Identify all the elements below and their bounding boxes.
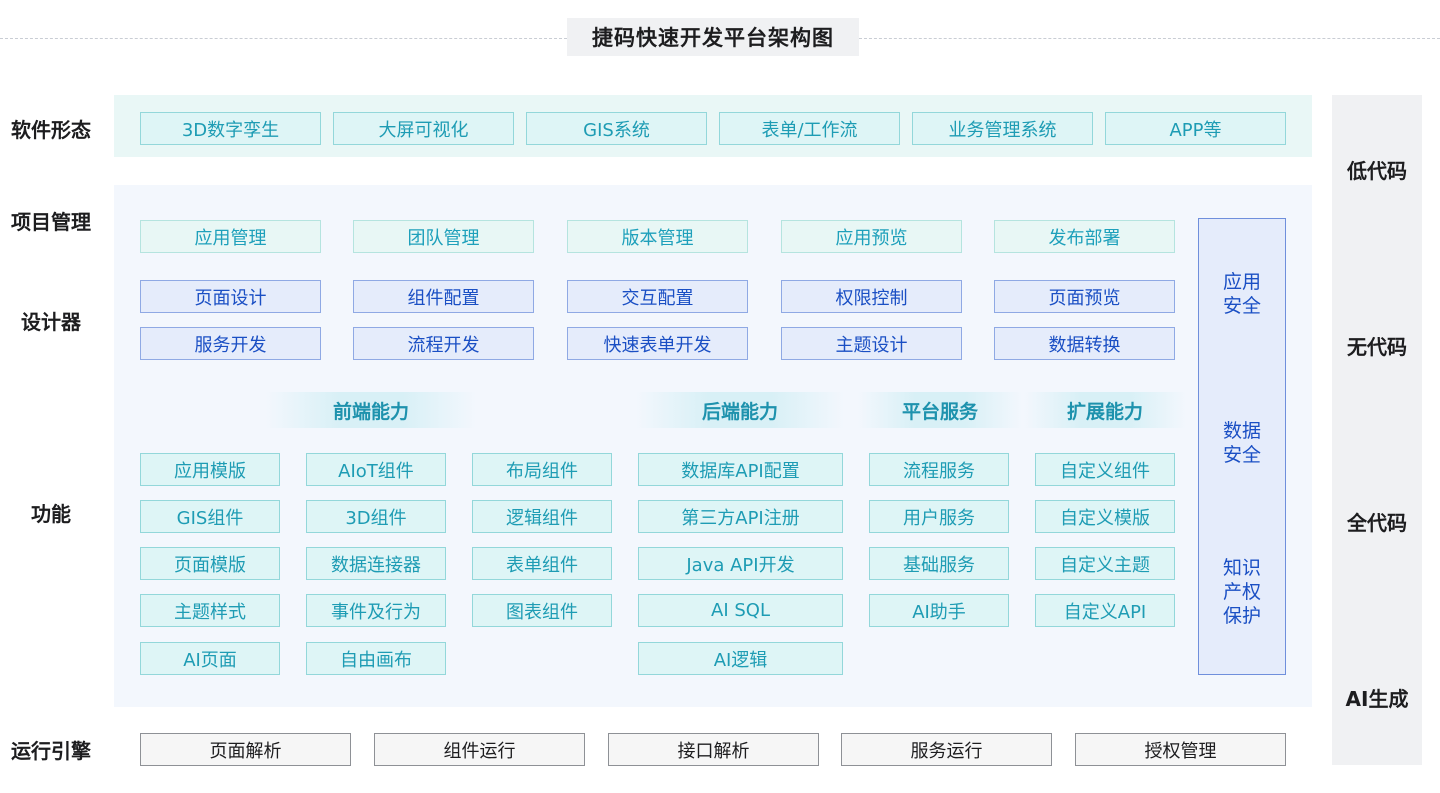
extension-box: 自定义主题 — [1035, 547, 1175, 580]
extension-box: 自定义模版 — [1035, 500, 1175, 533]
project-mgmt-box: 发布部署 — [994, 220, 1175, 253]
project-mgmt-box: 应用预览 — [781, 220, 962, 253]
platform-box: 基础服务 — [869, 547, 1009, 580]
designer-box: 数据转换 — [994, 327, 1175, 360]
frontend-box: 表单组件 — [472, 547, 612, 580]
backend-box: 第三方API注册 — [638, 500, 843, 533]
backend-box: AI逻辑 — [638, 642, 843, 675]
engine-box: 页面解析 — [140, 733, 351, 766]
title-line-right — [859, 38, 1440, 39]
frontend-box: AIoT组件 — [306, 453, 446, 486]
frontend-box: 图表组件 — [472, 594, 612, 627]
category-frontend: 前端能力 — [266, 392, 476, 428]
ip-protection: 知识 产权 保护 — [1222, 557, 1261, 627]
designer-box: 服务开发 — [140, 327, 321, 360]
backend-box: 数据库API配置 — [638, 453, 843, 486]
label-software: 软件形态 — [11, 118, 91, 142]
frontend-box: 3D组件 — [306, 500, 446, 533]
software-form-box: APP等 — [1105, 112, 1286, 145]
frontend-box: 数据连接器 — [306, 547, 446, 580]
code-level-ai: AI生成 — [1345, 687, 1409, 711]
frontend-box: 布局组件 — [472, 453, 612, 486]
frontend-box: AI页面 — [140, 642, 280, 675]
software-form-box: 3D数字孪生 — [140, 112, 321, 145]
code-level-column: 低代码 无代码 全代码 AI生成 — [1332, 95, 1422, 765]
designer-box: 页面设计 — [140, 280, 321, 313]
designer-box: 组件配置 — [353, 280, 534, 313]
code-level-full: 全代码 — [1347, 511, 1407, 535]
platform-box: AI助手 — [869, 594, 1009, 627]
designer-box: 流程开发 — [353, 327, 534, 360]
engine-box: 服务运行 — [841, 733, 1052, 766]
frontend-box: 事件及行为 — [306, 594, 446, 627]
label-project: 项目管理 — [11, 210, 91, 234]
frontend-box: 自由画布 — [306, 642, 446, 675]
engine-box: 组件运行 — [374, 733, 585, 766]
frontend-box: 逻辑组件 — [472, 500, 612, 533]
app-security: 应用 安全 — [1222, 271, 1261, 317]
software-form-box: 表单/工作流 — [719, 112, 900, 145]
extension-box: 自定义API — [1035, 594, 1175, 627]
project-mgmt-box: 团队管理 — [353, 220, 534, 253]
engine-box: 接口解析 — [608, 733, 819, 766]
code-level-none: 无代码 — [1347, 335, 1407, 359]
designer-box: 页面预览 — [994, 280, 1175, 313]
frontend-box: GIS组件 — [140, 500, 280, 533]
software-form-box: GIS系统 — [526, 112, 707, 145]
frontend-box: 页面模版 — [140, 547, 280, 580]
label-designer: 设计器 — [21, 310, 81, 334]
platform-box: 用户服务 — [869, 500, 1009, 533]
designer-box: 交互配置 — [567, 280, 748, 313]
label-function: 功能 — [31, 502, 71, 526]
designer-box: 主题设计 — [781, 327, 962, 360]
title-line-left — [0, 38, 567, 39]
frontend-box: 应用模版 — [140, 453, 280, 486]
designer-box: 快速表单开发 — [567, 327, 748, 360]
designer-box: 权限控制 — [781, 280, 962, 313]
project-mgmt-box: 版本管理 — [567, 220, 748, 253]
security-column: 应用 安全 数据 安全 知识 产权 保护 — [1198, 218, 1286, 675]
diagram-title: 捷码快速开发平台架构图 — [567, 18, 859, 56]
engine-box: 授权管理 — [1075, 733, 1286, 766]
platform-box: 流程服务 — [869, 453, 1009, 486]
code-level-low: 低代码 — [1347, 159, 1407, 183]
backend-box: Java API开发 — [638, 547, 843, 580]
category-extension: 扩展能力 — [1024, 392, 1186, 428]
software-form-box: 大屏可视化 — [333, 112, 514, 145]
category-platform: 平台服务 — [858, 392, 1022, 428]
extension-box: 自定义组件 — [1035, 453, 1175, 486]
backend-box: AI SQL — [638, 594, 843, 627]
data-security: 数据 安全 — [1222, 420, 1261, 466]
main-panel — [114, 185, 1312, 707]
project-mgmt-box: 应用管理 — [140, 220, 321, 253]
frontend-box: 主题样式 — [140, 594, 280, 627]
label-engine: 运行引擎 — [11, 739, 91, 763]
software-form-box: 业务管理系统 — [912, 112, 1093, 145]
category-backend: 后端能力 — [636, 392, 844, 428]
